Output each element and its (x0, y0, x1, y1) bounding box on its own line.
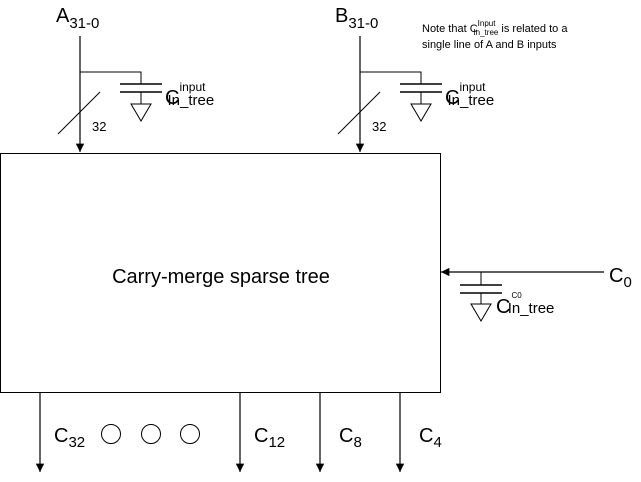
input-a-label: A31-0 (56, 5, 99, 32)
carry-merge-block (0, 153, 441, 393)
output-c12-label: C12 (254, 425, 285, 451)
input-b-bus-width: 32 (372, 119, 386, 134)
output-c4: C4 (395, 393, 442, 472)
ellipsis-circle (141, 424, 161, 444)
input-a-capacitor (80, 71, 162, 122)
block-title: Carry-merge sparse tree (112, 266, 330, 288)
output-c32-label: C32 (54, 425, 85, 451)
input-a-bus-width: 32 (92, 119, 106, 134)
carry-in-label: C0 (609, 265, 632, 291)
input-b-label: B31-0 (335, 5, 378, 32)
output-c8: C8 (315, 393, 362, 472)
output-c8-label: C8 (339, 425, 362, 451)
carry-in-capacitor (460, 272, 502, 322)
note-line-2: single line of A and B inputs (422, 39, 557, 51)
ellipsis-circle (101, 424, 121, 444)
output-c32: C32 (35, 393, 85, 472)
ground-icon (130, 103, 152, 122)
output-c12: C12 (235, 393, 285, 472)
output-c4-label: C4 (419, 425, 442, 451)
ellipsis-circle (180, 424, 200, 444)
ellipsis-circles (101, 424, 200, 444)
input-b-capacitor (360, 71, 442, 122)
input-b-bus-slash (337, 91, 381, 135)
input-a-bus-slash (57, 91, 101, 135)
ground-icon (470, 303, 492, 322)
ground-icon (410, 103, 432, 122)
